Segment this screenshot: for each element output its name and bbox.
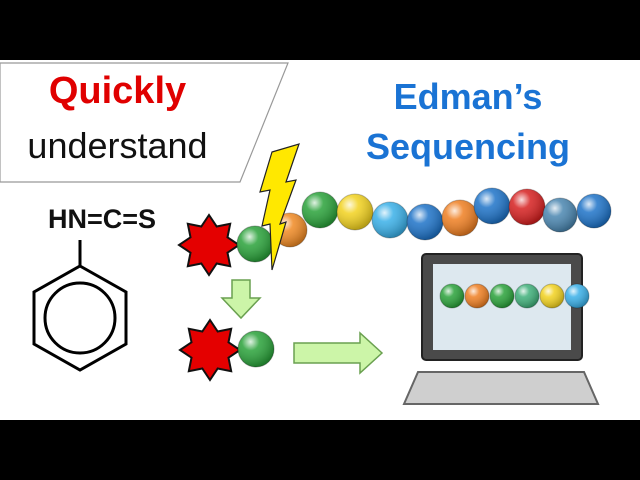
screen-residue-gloss xyxy=(440,284,464,308)
chain-residue-gloss xyxy=(372,202,408,238)
title-line-2: Sequencing xyxy=(365,126,571,167)
chain-residue-gloss xyxy=(337,194,373,230)
pitc-tag-icon xyxy=(177,213,241,277)
bottom-letterbox-bar xyxy=(0,420,640,480)
right-arrow-icon xyxy=(293,331,384,375)
quickly-label: Quickly xyxy=(48,70,187,112)
tag-star-shape xyxy=(178,318,242,382)
top-letterbox-bar xyxy=(0,0,640,60)
screen-sequence xyxy=(439,283,590,309)
screen-residue-gloss xyxy=(490,284,514,308)
cleaved-residue-gloss xyxy=(238,331,274,367)
tag-star-shape xyxy=(177,213,241,277)
lightning-bolt-icon xyxy=(259,143,300,271)
benzene-ring-icon xyxy=(32,240,128,372)
header-panel xyxy=(0,62,289,183)
n-terminal-residue-gloss xyxy=(237,226,273,262)
chain-residue-gloss xyxy=(442,200,478,236)
pitc-tag-icon xyxy=(178,318,242,382)
screen-residue-gloss xyxy=(465,284,489,308)
chain-residue-gloss xyxy=(407,204,443,240)
computer-monitor-icon xyxy=(402,253,600,405)
down-arrow-icon xyxy=(220,279,262,320)
chain-residue-gloss xyxy=(577,194,611,228)
peptide-chain xyxy=(272,187,612,248)
chain-residue-gloss xyxy=(509,189,545,225)
chain-residue-gloss xyxy=(302,192,338,228)
screen-residue-gloss xyxy=(540,284,564,308)
keyboard-base xyxy=(402,371,600,405)
screen-residue-gloss xyxy=(565,284,589,308)
understand-label: understand xyxy=(27,125,208,166)
chain-residue-gloss xyxy=(474,188,510,224)
title-line-1: Edman’s xyxy=(393,76,543,117)
screen-residue-gloss xyxy=(515,284,539,308)
isothiocyanate-formula: HN=C=S xyxy=(48,204,157,234)
chain-residue-gloss xyxy=(543,198,577,232)
